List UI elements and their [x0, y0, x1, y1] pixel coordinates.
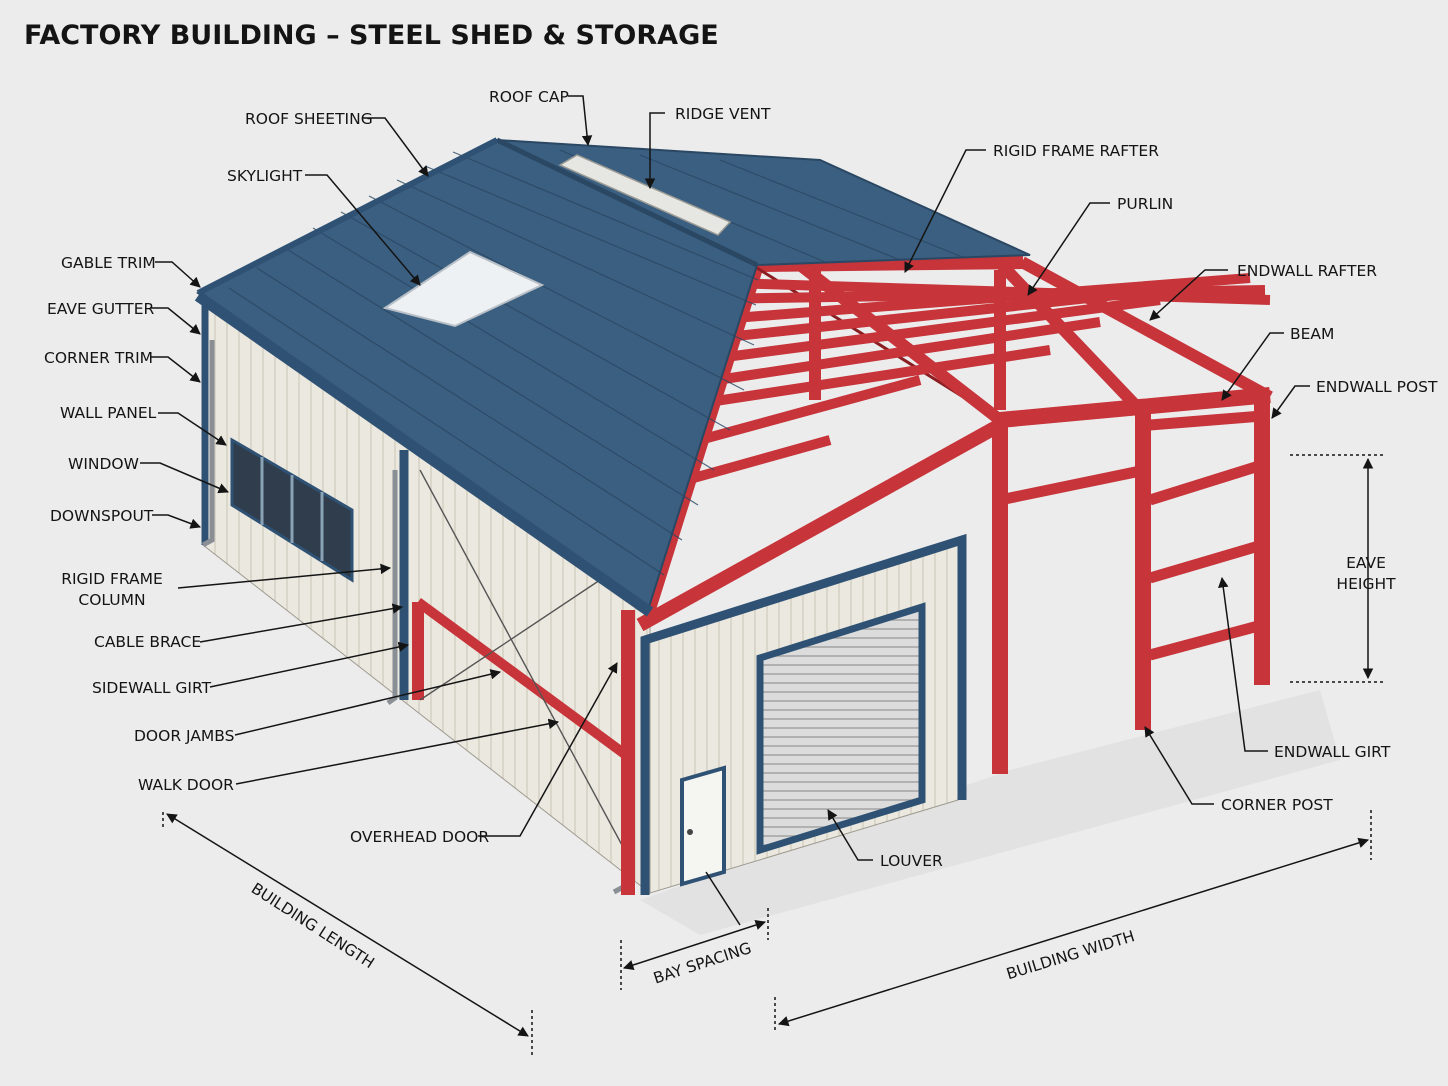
label-endwall-rafter: ENDWALL RAFTER	[1237, 262, 1377, 280]
dim-bay-spacing: BAY SPACING	[651, 939, 754, 988]
label-rigid-frame-column-line2: COLUMN	[78, 591, 145, 609]
label-downspout: DOWNSPOUT	[50, 507, 154, 525]
label-purlin: PURLIN	[1117, 195, 1173, 213]
skylight	[382, 250, 545, 328]
walk-door	[680, 765, 726, 887]
label-gable-trim: GABLE TRIM	[61, 254, 156, 272]
sidewall-girts	[412, 597, 633, 763]
label-eave-gutter: EAVE GUTTER	[47, 300, 155, 318]
label-corner-trim: CORNER TRIM	[44, 349, 153, 367]
label-endwall-post: ENDWALL POST	[1316, 378, 1438, 396]
label-eave-height-line2: HEIGHT	[1336, 575, 1396, 593]
label-beam: BEAM	[1290, 325, 1334, 343]
label-door-jambs: DOOR JAMBS	[134, 727, 235, 745]
endwall-trim	[640, 533, 967, 895]
label-walk-door: WALK DOOR	[138, 776, 234, 794]
label-ridge-vent: RIDGE VENT	[675, 105, 771, 123]
label-window: WINDOW	[68, 455, 139, 473]
endwall-girts	[998, 410, 1264, 661]
label-roof-sheeting: ROOF SHEETING	[245, 110, 373, 128]
overhead-door	[756, 602, 926, 855]
label-endwall-girt: ENDWALL GIRT	[1274, 743, 1391, 761]
label-eave-height-line1: EAVE	[1346, 554, 1386, 572]
dim-building-width: BUILDING WIDTH	[1004, 927, 1137, 983]
label-rigid-frame-rafter: RIGID FRAME RAFTER	[993, 142, 1159, 160]
label-overhead-door: OVERHEAD DOOR	[350, 828, 489, 846]
label-louver: LOUVER	[880, 852, 943, 870]
label-corner-post: CORNER POST	[1221, 796, 1333, 814]
roof-ribs	[228, 149, 966, 576]
ridge-vent	[558, 154, 732, 236]
label-cable-brace: CABLE BRACE	[94, 633, 201, 651]
gable-trim	[196, 137, 499, 296]
roof-cap	[495, 137, 759, 268]
page-title: FACTORY BUILDING – STEEL SHED & STORAGE	[24, 20, 719, 51]
label-rigid-frame-column-line1: RIGID FRAME	[61, 570, 163, 588]
label-sidewall-girt: SIDEWALL GIRT	[92, 679, 212, 697]
window	[230, 437, 354, 583]
eave-gutter	[194, 291, 654, 617]
label-skylight: SKYLIGHT	[227, 167, 303, 185]
dimension-lines	[162, 454, 1385, 1056]
dim-building-length: BUILDING LENGTH	[248, 879, 378, 972]
label-roof-cap: ROOF CAP	[489, 88, 569, 106]
label-wall-panel: WALL PANEL	[60, 404, 157, 422]
